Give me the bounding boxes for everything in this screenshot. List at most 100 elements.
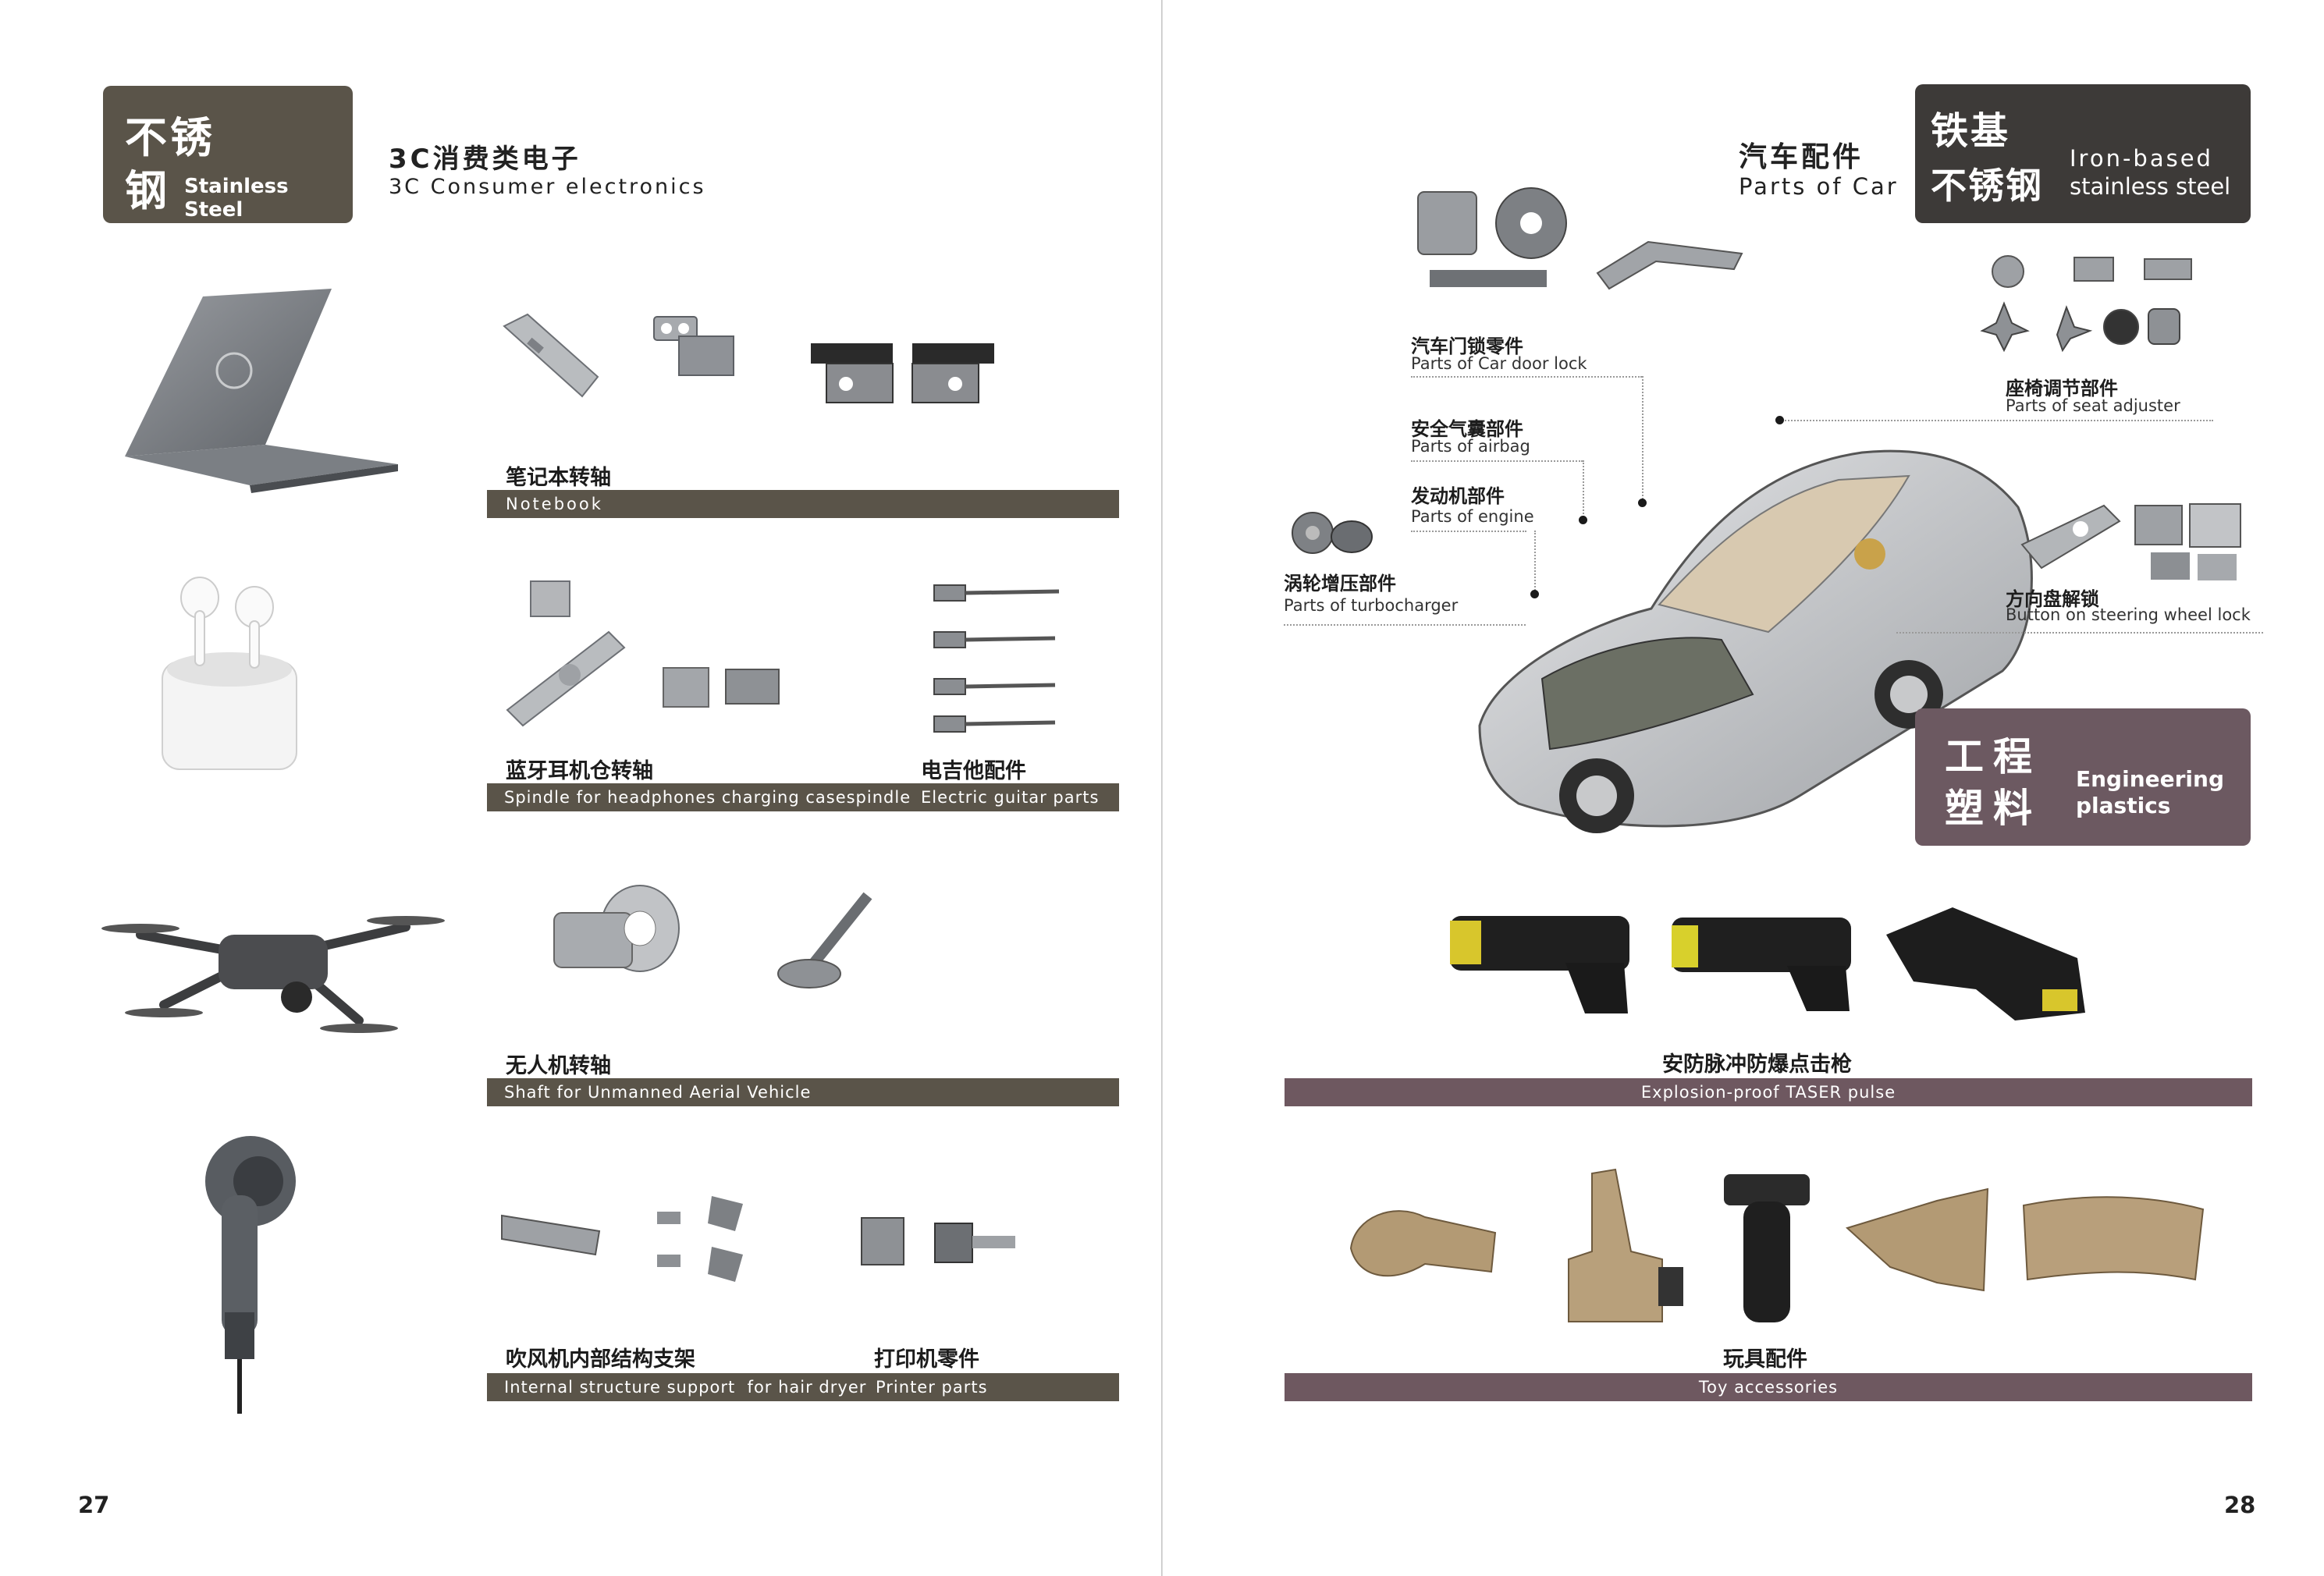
iron-badge-en-line2: stainless steel <box>2070 173 2231 200</box>
notebook-band-text: Notebook <box>506 495 603 513</box>
headphone-spindle-caption: 蓝牙耳机仓转轴 <box>506 759 653 783</box>
printer-caption: 打印机零件 <box>874 1347 979 1372</box>
toy-part-image-2 <box>1568 1168 1683 1322</box>
door-lock-leader-h <box>1411 376 1642 378</box>
earbuds-image <box>162 577 297 770</box>
turbo-label-en: Parts of turbocharger <box>1284 596 1459 615</box>
page-number-right: 28 <box>2224 1492 2256 1518</box>
left-page: 不锈 钢 Stainless Steel 3C消费类电子 3C Consumer… <box>0 0 1161 1576</box>
drone-image <box>101 916 445 1033</box>
taser-band: Explosion-proof TASER pulse <box>1285 1078 2252 1106</box>
stainless-steel-badge: 不锈 钢 Stainless Steel <box>103 86 353 223</box>
iron-badge-zh-line2: 不锈钢 <box>1931 165 2043 207</box>
notebook-caption: 笔记本转轴 <box>506 466 611 490</box>
plastic-badge-en-line2: plastics <box>2076 793 2171 818</box>
plastic-badge-zh-line2: 塑料 <box>1945 786 2041 831</box>
airbag-dot <box>1579 516 1587 524</box>
hair-dryer-band-text: Internal structure support for hair drye… <box>504 1378 867 1397</box>
notebook-hinge-image-3 <box>811 343 994 403</box>
guitar-band-text: Electric guitar parts <box>921 788 1100 807</box>
notebook-band: Notebook <box>487 490 1119 518</box>
toy-caption: 玩具配件 <box>1723 1347 1807 1372</box>
drone-shaft-image-1 <box>553 885 680 972</box>
page-number-left: 27 <box>78 1492 110 1518</box>
airbag-leader-h <box>1411 460 1583 462</box>
steering-label-zh: 方向盘解锁 <box>2006 588 2099 610</box>
badge-zh-line2: 钢 <box>125 166 167 215</box>
engineering-plastics-badge: 工程 塑料 Engineering plastics <box>1915 708 2251 846</box>
steering-parts-image <box>2020 503 2241 580</box>
airbag-leader-v <box>1583 460 1584 520</box>
headphone-spindle-band-text: Spindle for headphones charging casespin… <box>504 788 911 807</box>
steering-label-en: Button on steering wheel lock <box>2006 605 2251 624</box>
iron-based-badge: 铁基 不锈钢 Iron-based stainless steel <box>1915 84 2251 223</box>
guitar-caption: 电吉他配件 <box>921 759 1026 783</box>
seat-parts-image-1 <box>1992 255 2192 288</box>
hair-dryer-printer-band: Internal structure support for hair drye… <box>487 1373 1119 1401</box>
hair-dryer-support-image-1 <box>501 1214 601 1256</box>
engine-label-zh: 发动机部件 <box>1411 485 1505 507</box>
turbo-parts-image <box>1292 512 1373 554</box>
taser-image-1 <box>1450 916 1629 1013</box>
taser-band-text: Explosion-proof TASER pulse <box>1640 1083 1896 1102</box>
toy-part-image-3 <box>1724 1174 1810 1322</box>
car-parts-image-1 <box>1417 187 1567 287</box>
iron-badge-zh-line1: 铁基 <box>1931 109 2011 153</box>
hair-dryer-image <box>205 1136 296 1414</box>
printer-band-text: Printer parts <box>876 1378 988 1397</box>
plastic-badge-en-line1: Engineering <box>2076 766 2224 792</box>
turbo-leader <box>1284 624 1526 626</box>
toy-part-image-5 <box>2022 1196 2205 1281</box>
car-section-title-zh: 汽车配件 <box>1739 141 1864 173</box>
seat-leader <box>1779 420 2213 421</box>
printer-part-image-1 <box>861 1217 904 1265</box>
badge-en: Stainless Steel <box>184 175 289 222</box>
engine-dot <box>1530 590 1539 598</box>
guitar-part-image <box>933 584 1060 733</box>
drone-band-text: Shaft for Unmanned Aerial Vehicle <box>504 1083 812 1102</box>
iron-badge-en-line1: Iron-based <box>2070 145 2213 172</box>
toy-band-text: Toy accessories <box>1698 1378 1839 1397</box>
seat-dot <box>1775 416 1784 424</box>
steering-leader <box>1896 632 2263 634</box>
hair-dryer-support-image-2 <box>657 1196 743 1282</box>
earbud-clip-image <box>663 667 780 708</box>
car-parts-image-2 <box>1596 240 1743 290</box>
seat-label-en: Parts of seat adjuster <box>2006 396 2180 415</box>
right-page: 汽车配件 Parts of Car 铁基 不锈钢 Iron-based stai… <box>1163 0 2324 1576</box>
plastic-badge-zh-line1: 工程 <box>1945 734 2041 779</box>
engine-leader-h <box>1411 531 1526 532</box>
earbud-case-hinge-image <box>506 580 626 727</box>
door-lock-label-en: Parts of Car door lock <box>1411 354 1587 373</box>
car-section-title-en: Parts of Car <box>1739 173 1899 200</box>
seat-label-zh: 座椅调节部件 <box>2006 378 2118 399</box>
notebook-hinge-image-2 <box>653 316 734 376</box>
printer-part-image-2 <box>934 1223 1015 1263</box>
headphone-guitar-band: Spindle for headphones charging casespin… <box>487 783 1119 811</box>
door-lock-leader-v <box>1642 376 1644 502</box>
toy-part-image-1 <box>1349 1210 1497 1277</box>
book-spine <box>1160 0 1163 1576</box>
section-title-zh: 3C消费类电子 <box>389 144 581 175</box>
badge-zh-line1: 不锈 <box>125 113 215 162</box>
toy-part-image-4 <box>1846 1187 1989 1292</box>
drone-caption: 无人机转轴 <box>506 1054 611 1078</box>
section-title-en: 3C Consumer electronics <box>389 175 706 199</box>
taser-caption: 安防脉冲防爆点击枪 <box>1662 1052 1852 1077</box>
car-cutaway-image <box>1478 449 2033 833</box>
engine-label-en: Parts of engine <box>1411 507 1534 526</box>
taser-image-2 <box>1672 918 1851 1011</box>
door-lock-label-zh: 汽车门锁零件 <box>1411 335 1523 357</box>
engine-leader-v <box>1534 531 1536 593</box>
door-lock-dot <box>1638 499 1647 507</box>
airbag-label-en: Parts of airbag <box>1411 437 1530 456</box>
drone-band: Shaft for Unmanned Aerial Vehicle <box>487 1078 1119 1106</box>
turbo-label-zh: 涡轮增压部件 <box>1284 573 1396 595</box>
notebook-hinge-image-1 <box>503 313 599 398</box>
airbag-label-zh: 安全气囊部件 <box>1411 418 1523 440</box>
hair-dryer-caption: 吹风机内部结构支架 <box>506 1347 695 1372</box>
taser-image-3 <box>1886 907 2085 1020</box>
toy-band: Toy accessories <box>1285 1373 2252 1401</box>
seat-parts-image-2 <box>1980 301 2180 353</box>
drone-shaft-image-2 <box>777 892 872 989</box>
